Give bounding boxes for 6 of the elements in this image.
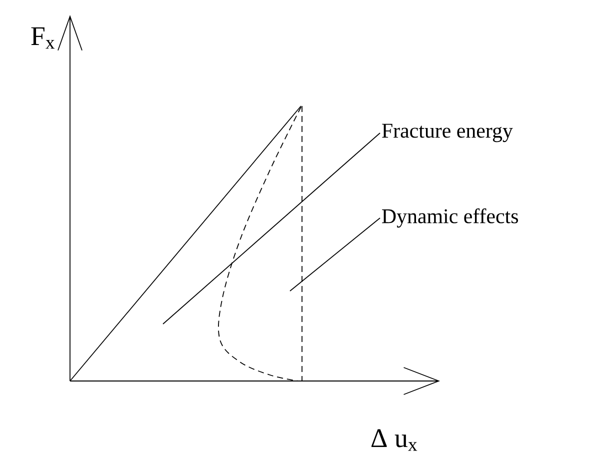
leader-line <box>162 132 380 324</box>
axis-label: F$_{x}$ <box>31 27 55 49</box>
axis-label: Δ u$_{x}$ <box>371 429 418 451</box>
leader-line <box>290 218 380 292</box>
callout-label: Dynamic effects <box>382 208 518 228</box>
callout-label: Fracture energy <box>382 124 513 142</box>
